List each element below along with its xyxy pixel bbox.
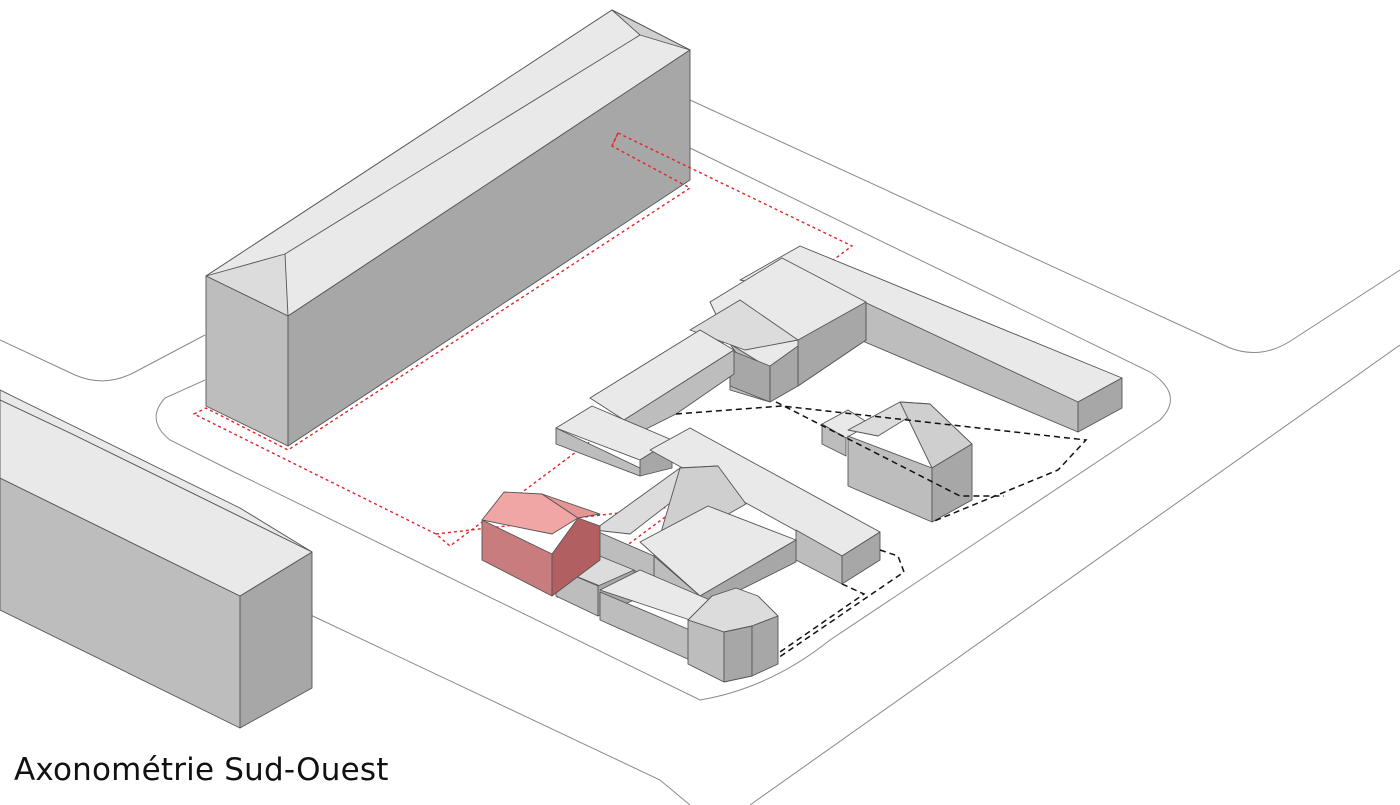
building-east-house	[821, 401, 973, 523]
building-bar-southwest	[0, 389, 313, 729]
drawing-caption: Axonométrie Sud-Ouest	[14, 752, 389, 788]
building-corner-tower	[687, 587, 779, 683]
parcel-boundary-black	[675, 401, 1088, 659]
street-outlines	[0, 99, 1400, 805]
building-long-hipped-roof	[205, 9, 691, 447]
building-east-row	[689, 245, 1123, 433]
building-middle-row	[555, 329, 735, 477]
building-south-cluster	[593, 427, 881, 611]
building-highlighted-project	[481, 491, 601, 597]
